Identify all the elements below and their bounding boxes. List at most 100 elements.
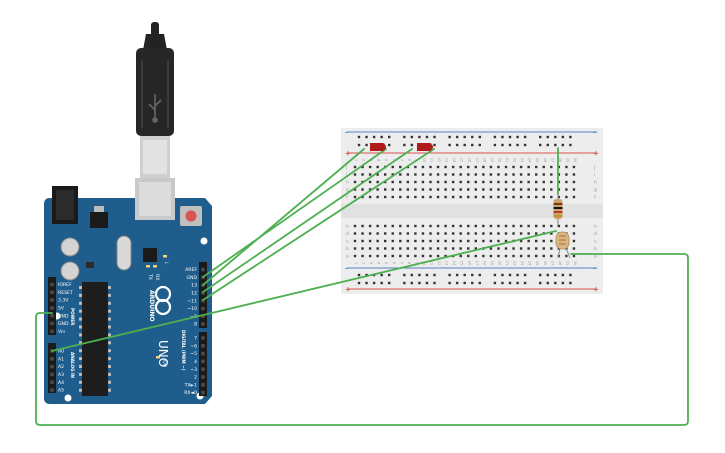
breadboard-hole[interactable] [501,135,504,139]
breadboard-hole[interactable] [512,173,515,176]
breadboard-hole[interactable] [444,195,447,199]
breadboard-hole[interactable] [482,195,485,199]
breadboard-hole[interactable] [504,254,508,258]
breadboard-hole[interactable] [451,239,455,243]
header-pin[interactable] [50,298,54,302]
breadboard-hole[interactable] [414,224,417,228]
breadboard-hole[interactable] [376,165,379,169]
breadboard-hole[interactable] [365,135,368,139]
breadboard-hole[interactable] [421,239,425,243]
breadboard-hole[interactable] [523,273,527,277]
breadboard-hole[interactable] [418,281,421,285]
breadboard-hole[interactable] [414,239,417,243]
breadboard-hole[interactable] [535,195,538,199]
breadboard-hole[interactable] [414,232,417,235]
breadboard-hole[interactable] [444,254,447,258]
breadboard-hole[interactable] [497,188,500,191]
breadboard-hole[interactable] [391,173,394,176]
wire-a0-to-photoresistor[interactable] [51,230,557,352]
breadboard-hole[interactable] [489,195,493,199]
breadboard-hole[interactable] [478,273,481,277]
breadboard-hole[interactable] [399,195,402,199]
breadboard-hole[interactable] [455,281,459,285]
breadboard-hole[interactable] [489,188,493,191]
breadboard-hole[interactable] [572,224,576,228]
breadboard-hole[interactable] [482,165,485,169]
breadboard-hole[interactable] [388,135,391,139]
breadboard-hole[interactable] [444,173,447,176]
breadboard-hole[interactable] [546,281,549,285]
breadboard-hole[interactable] [448,143,451,147]
breadboard-hole[interactable] [384,180,387,184]
breadboard-hole[interactable] [368,188,372,191]
breadboard-hole[interactable] [414,165,417,169]
breadboard-hole[interactable] [535,232,538,235]
breadboard-hole[interactable] [516,273,519,277]
breadboard-hole[interactable] [361,224,364,228]
breadboard-hole[interactable] [467,254,470,258]
breadboard-hole[interactable] [519,180,523,184]
breadboard-hole[interactable] [501,143,504,147]
breadboard-hole[interactable] [550,254,553,258]
breadboard-hole[interactable] [444,239,447,243]
breadboard-hole[interactable] [489,232,493,235]
breadboard-hole[interactable] [550,165,553,169]
breadboard-hole[interactable] [429,232,432,235]
breadboard-hole[interactable] [384,173,387,176]
breadboard-hole[interactable] [451,180,455,184]
breadboard-hole[interactable] [504,173,508,176]
breadboard-hole[interactable] [467,224,470,228]
breadboard-hole[interactable] [436,195,440,199]
breadboard-hole[interactable] [433,281,436,285]
led-1[interactable] [370,143,386,151]
breadboard-hole[interactable] [565,165,568,169]
breadboard-hole[interactable] [572,180,576,184]
header-pin[interactable] [50,321,54,326]
breadboard-hole[interactable] [376,173,379,176]
breadboard-hole[interactable] [467,188,470,191]
breadboard-hole[interactable] [572,254,576,258]
breadboard-hole[interactable] [471,143,474,147]
wires[interactable] [35,147,689,426]
breadboard-hole[interactable] [459,180,462,184]
breadboard-hole[interactable] [474,224,477,228]
breadboard-hole[interactable] [353,165,357,169]
breadboard-hole[interactable] [504,239,508,243]
breadboard-hole[interactable] [478,135,481,139]
breadboard-hole[interactable] [535,180,538,184]
breadboard-hole[interactable] [550,188,553,191]
breadboard-hole[interactable] [482,232,485,235]
breadboard-hole[interactable] [493,281,497,285]
breadboard-hole[interactable] [463,281,466,285]
breadboard-hole[interactable] [403,273,406,277]
breadboard-hole[interactable] [391,188,394,191]
breadboard-hole[interactable] [376,247,379,250]
breadboard-hole[interactable] [357,135,361,139]
breadboard-hole[interactable] [444,165,447,169]
breadboard-hole[interactable] [557,224,561,228]
breadboard-hole[interactable] [572,195,576,199]
breadboard-hole[interactable] [519,254,523,258]
breadboard-hole[interactable] [436,247,440,250]
breadboard-hole[interactable] [425,135,429,139]
breadboard-hole[interactable] [497,224,500,228]
breadboard-hole[interactable] [436,224,440,228]
breadboard-hole[interactable] [459,239,462,243]
breadboard-hole[interactable] [414,180,417,184]
breadboard-hole[interactable] [471,273,474,277]
breadboard-hole[interactable] [542,254,545,258]
breadboard-hole[interactable] [436,165,440,169]
breadboard-hole[interactable] [572,165,576,169]
breadboard-hole[interactable] [550,224,553,228]
breadboard-hole[interactable] [478,281,481,285]
breadboard-hole[interactable] [489,254,493,258]
breadboard-hole[interactable] [361,247,364,250]
breadboard-hole[interactable] [433,135,436,139]
breadboard-hole[interactable] [406,247,410,250]
breadboard-hole[interactable] [512,165,515,169]
breadboard-hole[interactable] [512,232,515,235]
header-pin[interactable] [50,388,54,392]
breadboard-hole[interactable] [448,273,451,277]
breadboard-hole[interactable] [527,165,530,169]
breadboard-hole[interactable] [368,247,372,250]
